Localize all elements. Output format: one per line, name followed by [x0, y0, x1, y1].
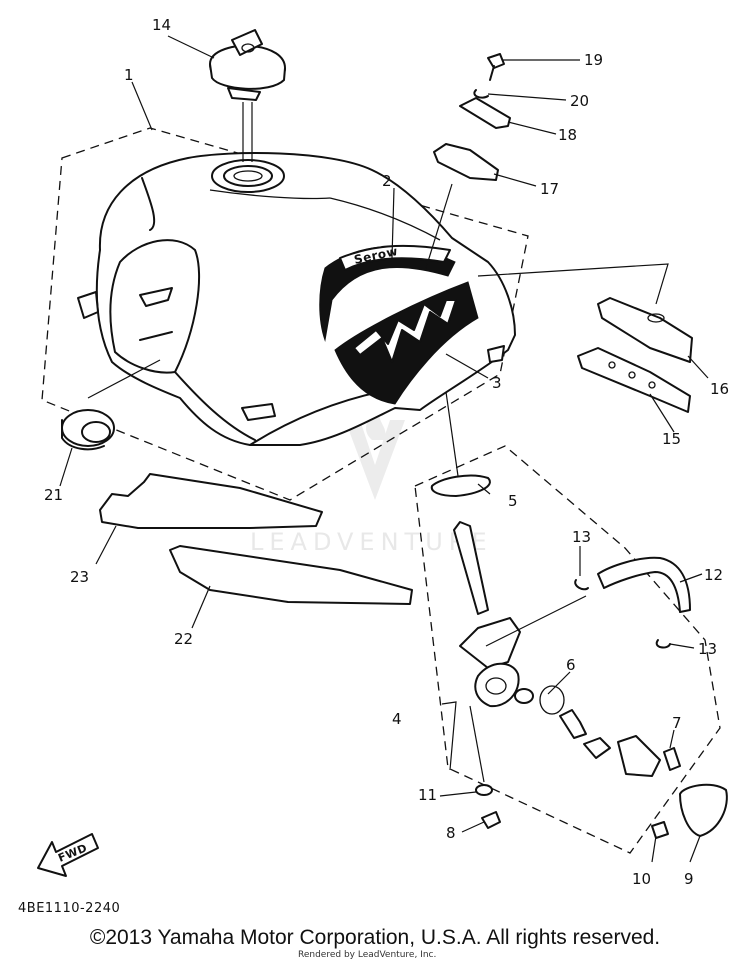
diagram-code: 4BE1110-2240: [18, 901, 120, 916]
leader-11-petcock: [469, 705, 485, 783]
callout-5: 5: [508, 492, 518, 510]
bracket-18: [459, 97, 511, 129]
callout-1: 1: [124, 66, 134, 84]
callout-23: 23: [70, 568, 89, 586]
petcock-assembly: [453, 521, 728, 839]
pad-22: [169, 545, 413, 605]
leader-21-tank: [87, 359, 161, 399]
callout-4: 4: [392, 710, 402, 728]
grommet-21: [61, 409, 115, 451]
callout-10: 10: [632, 870, 651, 888]
callout-14: 14: [152, 16, 171, 34]
leader-16-tank: [477, 263, 669, 305]
fuel-tank: Serow: [77, 152, 516, 446]
callout-11: 11: [418, 786, 437, 804]
clip-13-upper: [574, 579, 589, 591]
callout-22: 22: [174, 630, 193, 648]
callout-8: 8: [446, 824, 456, 842]
callout-13-upper: 13: [572, 528, 591, 546]
callout-15: 15: [662, 430, 681, 448]
leader-4: [441, 701, 457, 771]
callout-20: 20: [570, 92, 589, 110]
render-credit: Rendered by LeadVenture, Inc.: [298, 950, 436, 960]
copyright-notice: ©2013 Yamaha Motor Corporation, U.S.A. A…: [89, 926, 661, 949]
pad-23: [99, 473, 323, 529]
callout-6: 6: [566, 656, 576, 674]
washer-11: [475, 784, 493, 796]
fwd-arrow-icon: [37, 833, 99, 877]
callout-13-lower: 13: [698, 640, 717, 658]
bolt-8: [481, 811, 501, 829]
callout-19: 19: [584, 51, 603, 69]
clip-13-lower: [655, 639, 671, 649]
tank-group-boundary: [41, 127, 529, 501]
bolt-19: [487, 53, 505, 81]
callout-21: 21: [44, 486, 63, 504]
watermark-text: LEADVENTURE: [250, 528, 493, 556]
leader-5-tank: [445, 391, 459, 477]
cover-15: [577, 347, 691, 413]
callout-7: 7: [672, 714, 682, 732]
cover-16: [597, 297, 693, 363]
callout-2: 2: [382, 172, 392, 190]
leader-12-petcock: [485, 595, 587, 647]
callout-12: 12: [704, 566, 723, 584]
petcock-group-boundary: [414, 445, 721, 854]
callout-labels: 14 1 2 3 4 5 6 7 8 9 10 11 12 13 13 15 1…: [44, 16, 729, 888]
damper-17: [433, 143, 499, 181]
callout-leaders: [59, 35, 709, 863]
callout-16: 16: [710, 380, 729, 398]
leader-17-tank: [425, 183, 453, 269]
callout-9: 9: [684, 870, 694, 888]
callout-18: 18: [558, 126, 577, 144]
fuel-hose-12: [597, 556, 691, 613]
o-ring-5: [430, 474, 491, 497]
clip-20: [473, 89, 489, 99]
callout-17: 17: [540, 180, 559, 198]
filler-cap: [209, 29, 286, 101]
callout-3: 3: [492, 374, 502, 392]
